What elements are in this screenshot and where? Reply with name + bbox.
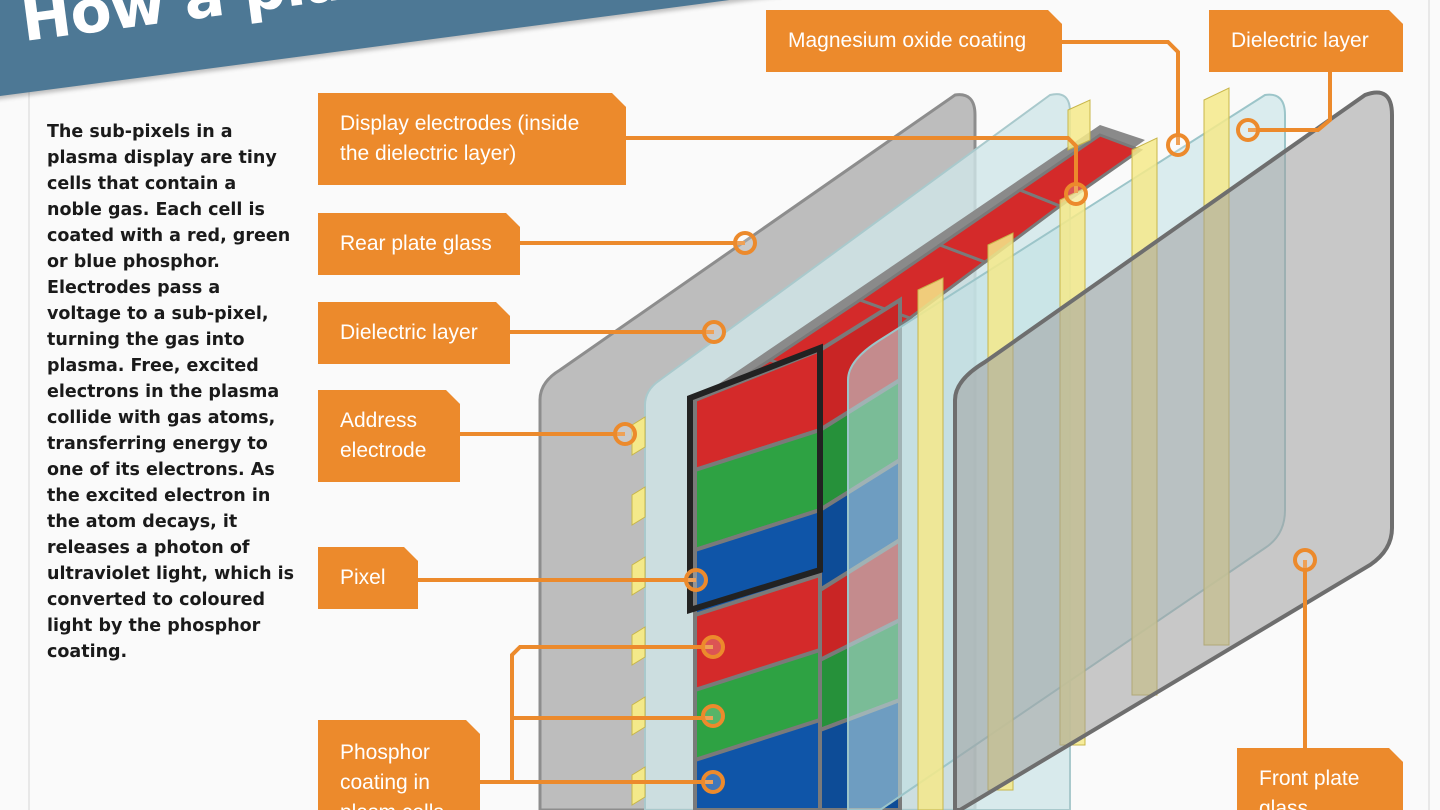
label-dielectric-layer-top: Dielectric layer — [1209, 10, 1403, 72]
label-magnesium-oxide-text: Magnesium oxide coating — [788, 29, 1027, 52]
label-phosphor-coating: Phosphor coating in plasm cells — [318, 720, 480, 810]
label-display-electrodes-text: Display electrodes (inside the dielectri… — [340, 112, 580, 165]
label-phosphor-coating-text: Phosphor coating in plasm cells — [340, 741, 430, 794]
label-display-electrodes: Display electrodes (inside the dielectri… — [318, 93, 626, 185]
label-pixel: Pixel — [318, 547, 418, 609]
label-magnesium-oxide: Magnesium oxide coating — [766, 10, 1062, 72]
label-front-plate-glass: Front plate glass — [1237, 748, 1403, 810]
front-plate-glass — [953, 90, 1394, 810]
page-frame — [28, 0, 1430, 810]
label-rear-plate-glass: Rear plate glass — [318, 213, 520, 275]
label-pixel-text: Pixel — [340, 566, 386, 589]
label-dielectric-layer-left: Dielectric layer — [318, 302, 510, 364]
label-front-plate-glass-text: Front plate glass — [1259, 767, 1360, 810]
label-dielectric-layer-top-text: Dielectric layer — [1231, 29, 1369, 52]
pixel-outline — [687, 343, 823, 615]
label-dielectric-layer-left-text: Dielectric layer — [340, 321, 478, 344]
label-address-electrode: Address electrode — [318, 390, 460, 482]
label-address-electrode-text: Address electrode — [340, 409, 427, 462]
intro-text: The sub-pixels in a plasma display are t… — [47, 122, 295, 662]
leader-lines — [418, 40, 1332, 784]
leader-markers — [613, 118, 1317, 794]
label-rear-plate-glass-text: Rear plate glass — [340, 232, 492, 255]
